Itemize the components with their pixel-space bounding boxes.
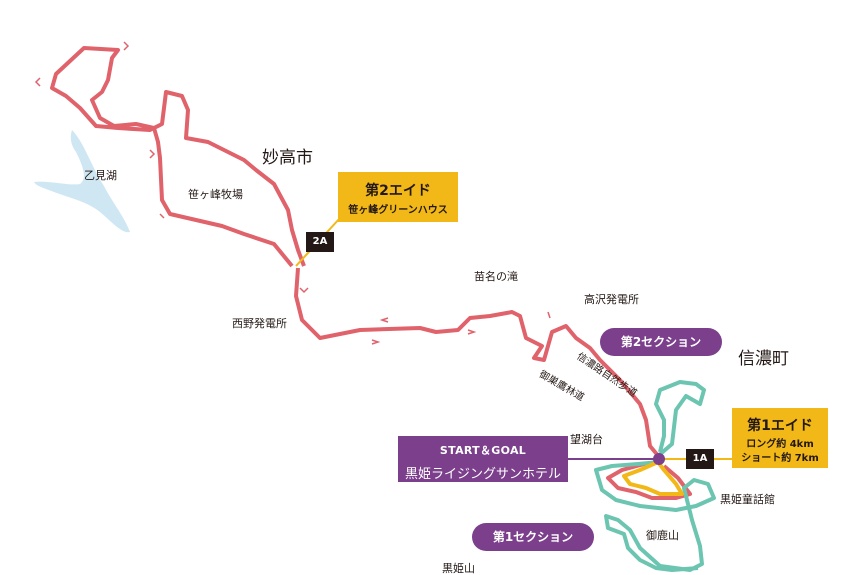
aid2-box: 第2エイド 笹ヶ峰グリーンハウス — [338, 172, 458, 222]
section2-badge: 第2セクション — [600, 328, 722, 356]
route-north-loop — [50, 46, 306, 268]
aid1-long: ロング約 4km — [746, 439, 814, 450]
aid1-box: 第1エイド ロング約 4km ショート約 7km — [732, 408, 828, 468]
direction-arrows — [34, 41, 615, 377]
aid1-short: ショート約 7km — [741, 452, 819, 464]
aid1-title: 第1エイド — [747, 418, 813, 434]
start-point — [653, 453, 665, 465]
aid2-title: 第2エイド — [365, 183, 431, 199]
label-nishino: 西野発電所 — [232, 317, 287, 330]
label-bokodai: 望湖台 — [570, 433, 603, 446]
route-green — [594, 380, 716, 572]
route-main — [294, 267, 662, 460]
label-myoko: 妙高市 — [262, 148, 313, 168]
label-sasagamine: 笹ヶ峰牧場 — [188, 188, 243, 201]
otomi-lake — [34, 130, 130, 233]
label-takasawa: 高沢発電所 — [584, 293, 639, 306]
label-dowakan: 黒姫童話館 — [720, 493, 775, 506]
label-otomi-lake: 乙見湖 — [84, 169, 117, 182]
start-goal-hotel: 黒姫ライジングサンホテル — [404, 467, 561, 482]
label-shinano: 信濃町 — [738, 349, 789, 369]
label-naena: 苗名の滝 — [474, 270, 518, 283]
route-yellow — [622, 460, 684, 496]
section1-badge: 第1セクション — [472, 523, 594, 551]
aid1-marker: 1A — [686, 449, 714, 469]
label-kurohime: 黒姫山 — [442, 562, 475, 575]
label-onshika: 御鹿山 — [646, 529, 679, 542]
start-goal-box: START＆GOAL 黒姫ライジングサンホテル — [398, 436, 568, 482]
aid2-place: 笹ヶ峰グリーンハウス — [348, 205, 448, 216]
aid2-marker: 2A — [306, 232, 334, 252]
start-goal-label: START＆GOAL — [439, 444, 527, 457]
